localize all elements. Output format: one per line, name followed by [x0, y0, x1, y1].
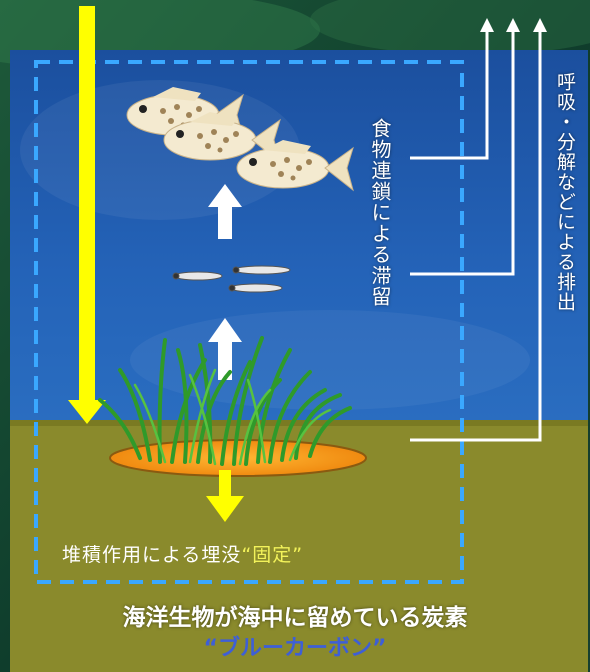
exhaust-arrow-head: [480, 18, 494, 32]
burial-close-quote: ”: [292, 544, 304, 566]
burial-label-text: 堆積作用による埋没: [62, 544, 242, 566]
fish-icon: [236, 140, 354, 192]
carbon-uptake-arrow-head: [68, 400, 106, 424]
caption: 海洋生物が海中に留めている炭素: [122, 605, 468, 631]
seagrass-icon: [133, 368, 332, 466]
food-chain-stagnation-label: 食物連鎖による滞留: [368, 118, 392, 307]
carbon-uptake-arrow-shaft: [79, 6, 95, 404]
food-chain-arrow: [208, 318, 242, 380]
subcaption: “ブルーカーボン”: [203, 636, 387, 661]
respiration-decomposition-label: 呼吸・分解などによる排出: [554, 72, 576, 312]
exhaust-arrow-head: [533, 18, 547, 32]
burial-label: 堆積作用による埋没“固定”: [62, 540, 303, 567]
burial-arrow-shaft: [219, 470, 231, 500]
food-chain-arrow: [208, 184, 242, 239]
seafloor-line: [10, 420, 588, 426]
blue-carbon-boundary: [34, 60, 464, 584]
exhaust-arrow-head: [506, 18, 520, 32]
burial-arrow-head: [206, 496, 244, 522]
burial-fixed-label: 固定: [252, 544, 293, 566]
exhaust-lines: [410, 28, 542, 442]
sea-water: [10, 50, 588, 420]
foliage-shade: [310, 0, 590, 55]
burial-open-quote: “: [241, 544, 253, 566]
plankton-icon: [172, 265, 291, 293]
